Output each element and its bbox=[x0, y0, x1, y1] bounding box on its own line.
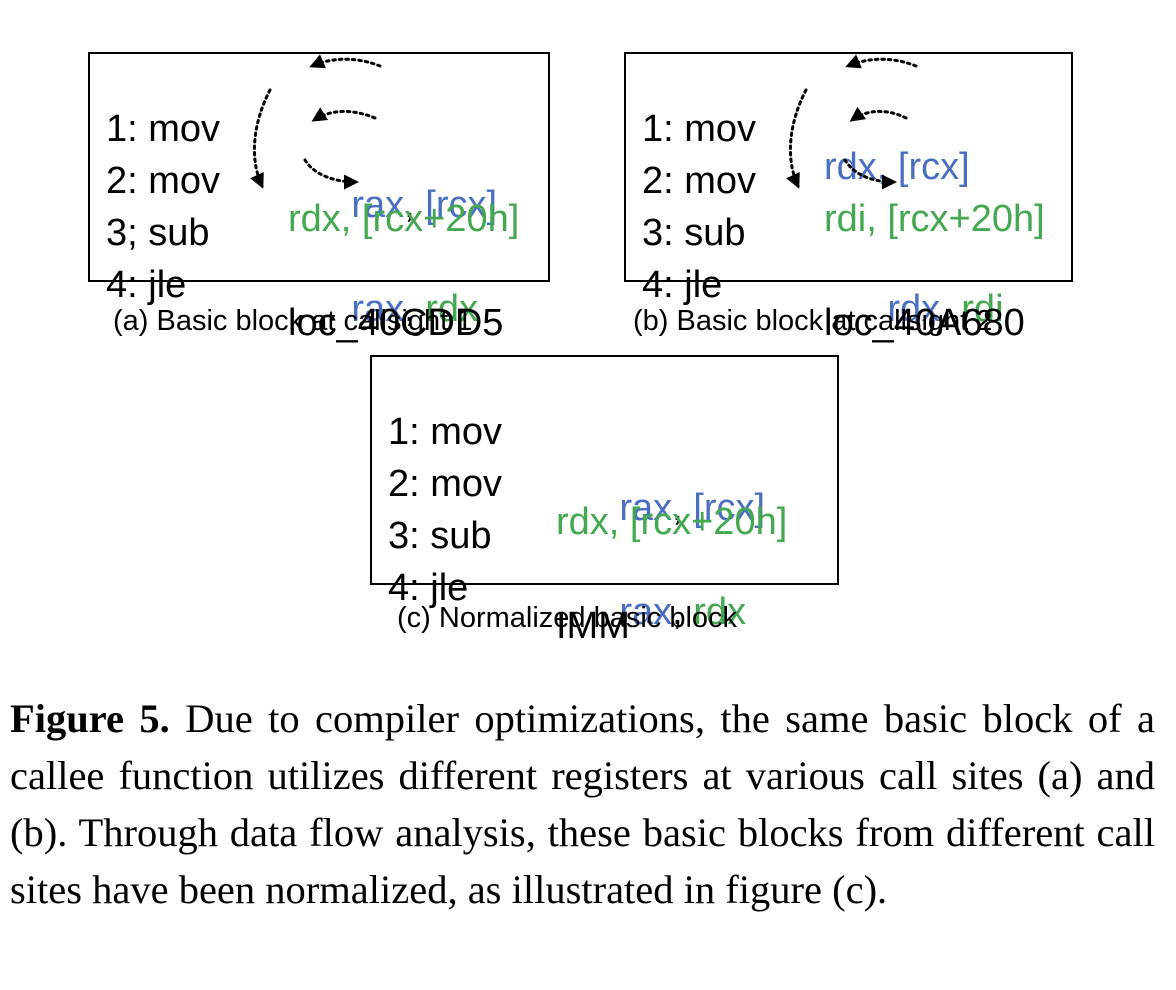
instruction-line: 1: mov rax, [rcx] bbox=[106, 72, 497, 224]
operand-separator: , bbox=[940, 288, 962, 330]
opcode: 2: mov bbox=[642, 160, 757, 202]
instruction-line: 2: mov rdi, [rcx+20h] bbox=[642, 124, 1045, 276]
instruction-line: 3; sub rax, rdx bbox=[106, 176, 478, 328]
operand-register: rdi bbox=[961, 288, 1004, 330]
opcode: 3; sub bbox=[106, 212, 210, 254]
operands: rdx, [rcx] bbox=[824, 146, 970, 188]
operand-separator: , bbox=[672, 591, 694, 633]
figure-caption: Figure 5. Due to compiler optimizations,… bbox=[10, 690, 1155, 918]
operands: rdx, rdi bbox=[824, 252, 1004, 366]
instruction-line: 3: sub rax, rdx bbox=[388, 479, 746, 631]
operands: loc_40CDD5 bbox=[288, 302, 504, 344]
instruction-line: 2: mov rdx, [rcx+20h] bbox=[106, 124, 519, 276]
instruction-line: 1: mov rax, [rcx] bbox=[388, 375, 765, 527]
figure-caption-text: Due to compiler optimizations, the same … bbox=[10, 696, 1155, 912]
caption-a: (a) Basic block at callsight 1 bbox=[113, 305, 473, 337]
instruction-line: 3: sub rdx, rdi bbox=[642, 176, 1004, 328]
operand-register: rdx bbox=[887, 288, 941, 330]
operands: loc_40A680 bbox=[824, 302, 1025, 344]
instruction-line: 4: jle loc_40CDD5 bbox=[106, 228, 503, 380]
opcode: 4: jle bbox=[388, 567, 469, 609]
operand-memory: [rcx] bbox=[425, 184, 498, 226]
operands: rdx, [rcx+20h] bbox=[288, 198, 520, 240]
operand-register: rax bbox=[351, 184, 405, 226]
instruction-line: 4: jle IMM bbox=[388, 531, 630, 683]
opcode: 1: mov bbox=[388, 411, 503, 453]
operand-register: rax bbox=[619, 487, 673, 529]
opcode: 1: mov bbox=[106, 108, 221, 150]
operand-separator: , bbox=[672, 487, 694, 529]
operands: rdi, [rcx+20h] bbox=[824, 198, 1045, 240]
basic-block-normalized: 1: mov rax, [rcx] 2: mov rdx, [rcx+20h] … bbox=[370, 355, 839, 645]
operand-register: rdx bbox=[425, 288, 479, 330]
operand-register: rax bbox=[619, 591, 673, 633]
operands: IMM bbox=[556, 605, 630, 647]
operand-memory: [rcx] bbox=[693, 487, 766, 529]
operands: rax, rdx bbox=[288, 252, 478, 366]
operands: rdx, [rcx+20h] bbox=[556, 501, 788, 543]
opcode: 2: mov bbox=[388, 463, 503, 505]
figure-label: Figure 5. bbox=[10, 696, 170, 741]
operand-separator: , bbox=[404, 184, 426, 226]
instruction-line: 4: jle loc_40A680 bbox=[642, 228, 1025, 380]
opcode: 2: mov bbox=[106, 160, 221, 202]
operand-register: rdx bbox=[693, 591, 747, 633]
operand-register: rax bbox=[351, 288, 405, 330]
operands: rax, rdx bbox=[556, 555, 746, 669]
opcode: 3: sub bbox=[642, 212, 746, 254]
opcode: 3: sub bbox=[388, 515, 492, 557]
operands: rax, [rcx] bbox=[288, 148, 497, 262]
basic-block-a: 1: mov rax, [rcx] 2: mov rdx, [rcx+20h] … bbox=[88, 52, 550, 342]
opcode: 1: mov bbox=[642, 108, 757, 150]
caption-b: (b) Basic block at callsight 2 bbox=[633, 305, 993, 337]
opcode: 4: jle bbox=[642, 264, 723, 306]
caption-c: (c) Normalized basic block bbox=[397, 602, 738, 634]
opcode: 4: jle bbox=[106, 264, 187, 306]
operands: rax, [rcx] bbox=[556, 451, 765, 565]
instruction-line: 2: mov rdx, [rcx+20h] bbox=[388, 427, 787, 579]
operand-separator: , bbox=[404, 288, 426, 330]
basic-block-b: 1: mov rdx, [rcx] 2: mov rdi, [rcx+20h] … bbox=[624, 52, 1073, 342]
